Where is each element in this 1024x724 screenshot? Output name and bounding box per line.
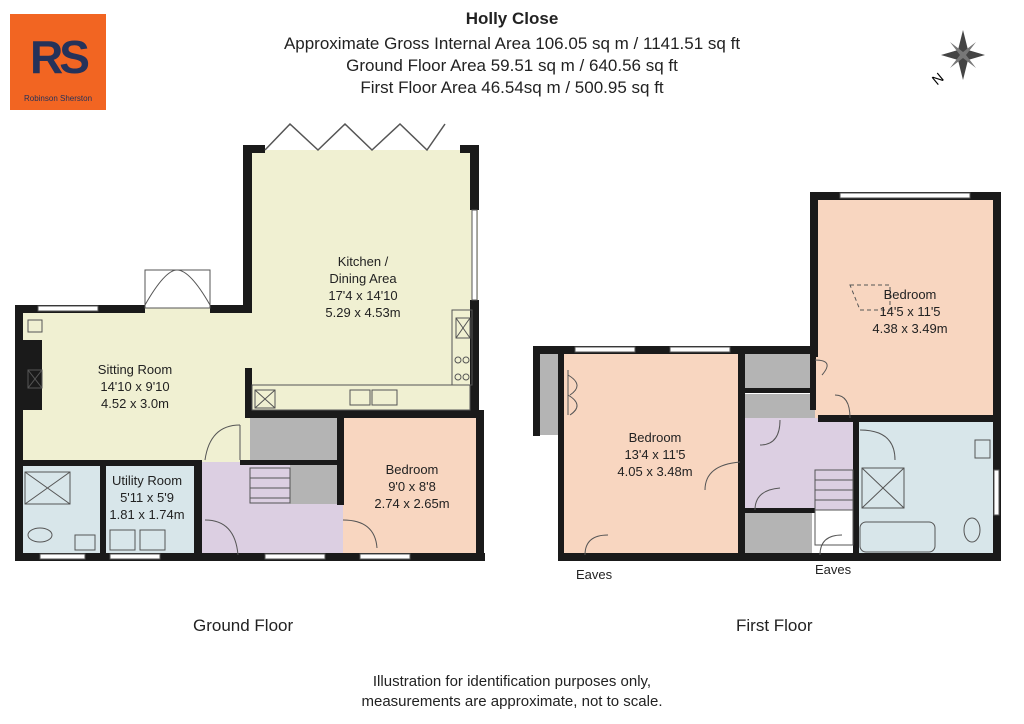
ground-store-2 (290, 462, 340, 504)
disclaimer-line-1: Illustration for identification purposes… (372, 673, 652, 690)
sitting-room-label: Sitting Room 14'10 x 9'10 4.52 x 3.0m (70, 361, 200, 412)
kitchen-name-2: Dining Area (329, 271, 397, 286)
first-store-1 (742, 352, 815, 390)
first-fixtures (567, 284, 991, 556)
eaves-label-1: Eaves (576, 567, 613, 582)
first-store-2 (742, 394, 815, 418)
utility-room-metric: 1.81 x 1.74m (109, 507, 185, 522)
ground-bedroom-name: Bedroom (385, 462, 439, 477)
first-bathroom-area (857, 422, 995, 555)
ground-bedroom-imperial: 9'0 x 8'8 (388, 479, 436, 494)
disclaimer-line-2: measurements are approximate, not to sca… (361, 693, 663, 710)
first-store-3 (742, 512, 812, 555)
kitchen-name-1: Kitchen / (337, 254, 389, 269)
first-bedroom2-label: Bedroom 13'4 x 11'5 4.05 x 3.48m (595, 429, 715, 480)
kitchen-metric: 5.29 x 4.53m (325, 305, 401, 320)
sitting-room-name: Sitting Room (97, 362, 173, 377)
sitting-room-area (20, 308, 250, 463)
compass-icon: N (929, 30, 985, 88)
ground-floor-area: Ground Floor Area 59.51 sq m / 640.56 sq… (346, 56, 678, 75)
plan-title: Holly Close (465, 9, 559, 28)
ground-bedroom-area (343, 418, 476, 555)
compass-north-label: N (929, 69, 947, 88)
kitchen-label: Kitchen / Dining Area 17'4 x 14'10 5.29 … (298, 253, 428, 321)
first-bedroom2-metric: 4.05 x 3.48m (617, 464, 693, 479)
utility-room-imperial: 5'11 x 5'9 (120, 490, 174, 505)
kitchen-imperial: 17'4 x 14'10 (328, 288, 398, 303)
french-doors (144, 269, 211, 309)
utility-room-name: Utility Room (111, 473, 183, 488)
first-bedroom1-label: Bedroom 14'5 x 11'5 4.38 x 3.49m (850, 286, 970, 337)
ground-floor-label: Ground Floor (193, 616, 294, 635)
logo-monogram: RS (30, 31, 90, 83)
logo: RS Robinson Sherston (10, 14, 106, 110)
eaves-label-2: Eaves (815, 562, 852, 577)
utility-fixtures (24, 467, 378, 556)
ground-bedroom-metric: 2.74 x 2.65m (374, 496, 450, 511)
ground-bedroom-label: Bedroom 9'0 x 8'8 2.74 x 2.65m (352, 461, 472, 512)
first-windows (574, 192, 1000, 516)
first-bedroom1-area (815, 197, 995, 422)
bifold-door (264, 122, 446, 152)
first-floor-label: First Floor (736, 616, 813, 635)
first-bedroom2-name: Bedroom (628, 430, 682, 445)
sitting-room-metric: 4.52 x 3.0m (101, 396, 169, 411)
first-floor-area: First Floor Area 46.54sq m / 500.95 sq f… (360, 78, 664, 97)
first-bedroom2-imperial: 13'4 x 11'5 (624, 447, 686, 462)
first-bedroom1-imperial: 14'5 x 11'5 (879, 304, 941, 319)
kitchen-units (27, 309, 473, 461)
gross-area: Approximate Gross Internal Area 106.05 s… (283, 34, 741, 53)
utility-room-area (20, 465, 198, 555)
ground-windows (37, 209, 478, 560)
ground-store-1 (250, 418, 340, 460)
logo-firm-name: Robinson Sherston (23, 94, 93, 103)
first-bedroom2-area (562, 350, 742, 555)
utility-room-label: Utility Room 5'11 x 5'9 1.81 x 1.74m (87, 472, 207, 523)
first-bedroom1-metric: 4.38 x 3.49m (872, 321, 948, 336)
sitting-room-imperial: 14'10 x 9'10 (100, 379, 170, 394)
kitchen-area (248, 150, 478, 412)
first-bedroom1-name: Bedroom (883, 287, 937, 302)
